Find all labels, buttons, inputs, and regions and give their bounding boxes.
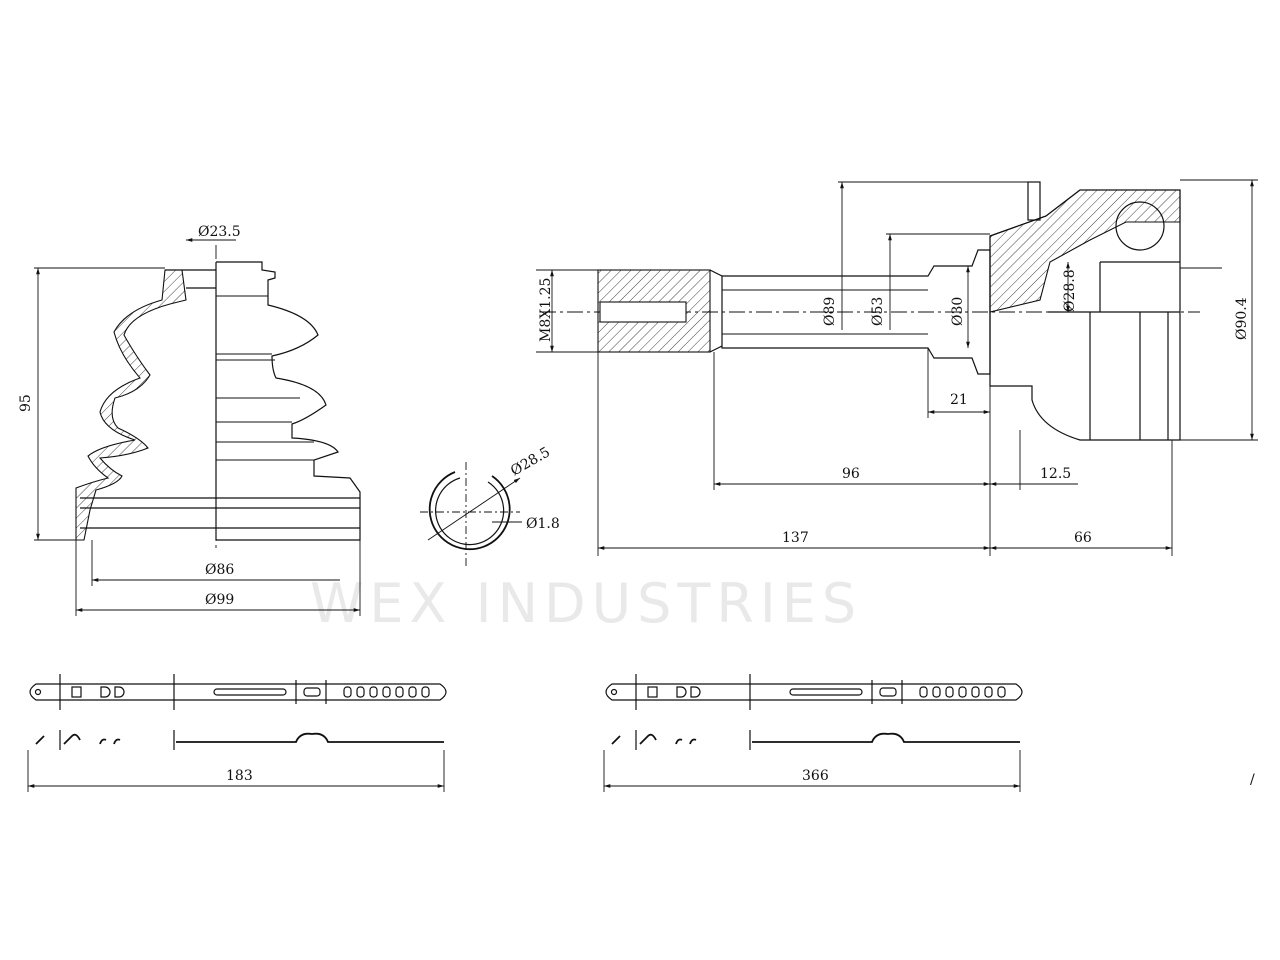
snap-ring-drawing: Ø28.5 Ø1.8 bbox=[420, 444, 560, 568]
clamp-small-holes bbox=[343, 686, 430, 698]
boot-dim-small-dia: Ø23.5 bbox=[198, 224, 241, 240]
joint-dim-53: Ø53 bbox=[870, 297, 886, 326]
joint-dim-30: Ø30 bbox=[950, 297, 966, 326]
boot-drawing: Ø23.5 95 Ø86 Ø99 bbox=[18, 224, 361, 616]
cv-joint-drawing: M8X1.25 Ø89 Ø53 Ø30 Ø28.8 Ø90.4 21 96 12… bbox=[536, 179, 1258, 556]
clamp-large-holes bbox=[919, 686, 1006, 698]
joint-dim-thread: M8X1.25 bbox=[538, 278, 554, 342]
joint-dim-21: 21 bbox=[950, 392, 968, 408]
watermark-text: WEX INDUSTRIES bbox=[310, 572, 862, 635]
ring-dim-wire: Ø1.8 bbox=[526, 516, 560, 532]
clamp-small-drawing: 183 bbox=[27, 674, 447, 792]
joint-dim-137: 137 bbox=[782, 530, 809, 546]
joint-dim-89: Ø89 bbox=[822, 297, 838, 326]
clamp-large-length: 366 bbox=[802, 768, 829, 784]
clamp-large-drawing: 366 bbox=[603, 674, 1023, 792]
joint-bell-section bbox=[989, 189, 1181, 313]
boot-dim-height: 95 bbox=[18, 394, 34, 412]
joint-dim-12-5: 12.5 bbox=[1040, 466, 1071, 482]
ring-dim-dia: Ø28.5 bbox=[508, 444, 553, 479]
joint-dim-96: 96 bbox=[842, 466, 860, 482]
boot-section-left bbox=[75, 269, 187, 541]
clamp-small-length: 183 bbox=[226, 768, 253, 784]
joint-dim-90-4: Ø90.4 bbox=[1234, 297, 1250, 340]
joint-dim-28-8: Ø28.8 bbox=[1062, 269, 1078, 312]
joint-dim-66: 66 bbox=[1074, 530, 1092, 546]
boot-dim-large-dia: Ø99 bbox=[205, 592, 234, 608]
boot-outline-right bbox=[216, 261, 361, 541]
boot-dim-mid-dia: Ø86 bbox=[205, 562, 234, 578]
corner-mark: / bbox=[1250, 772, 1255, 788]
